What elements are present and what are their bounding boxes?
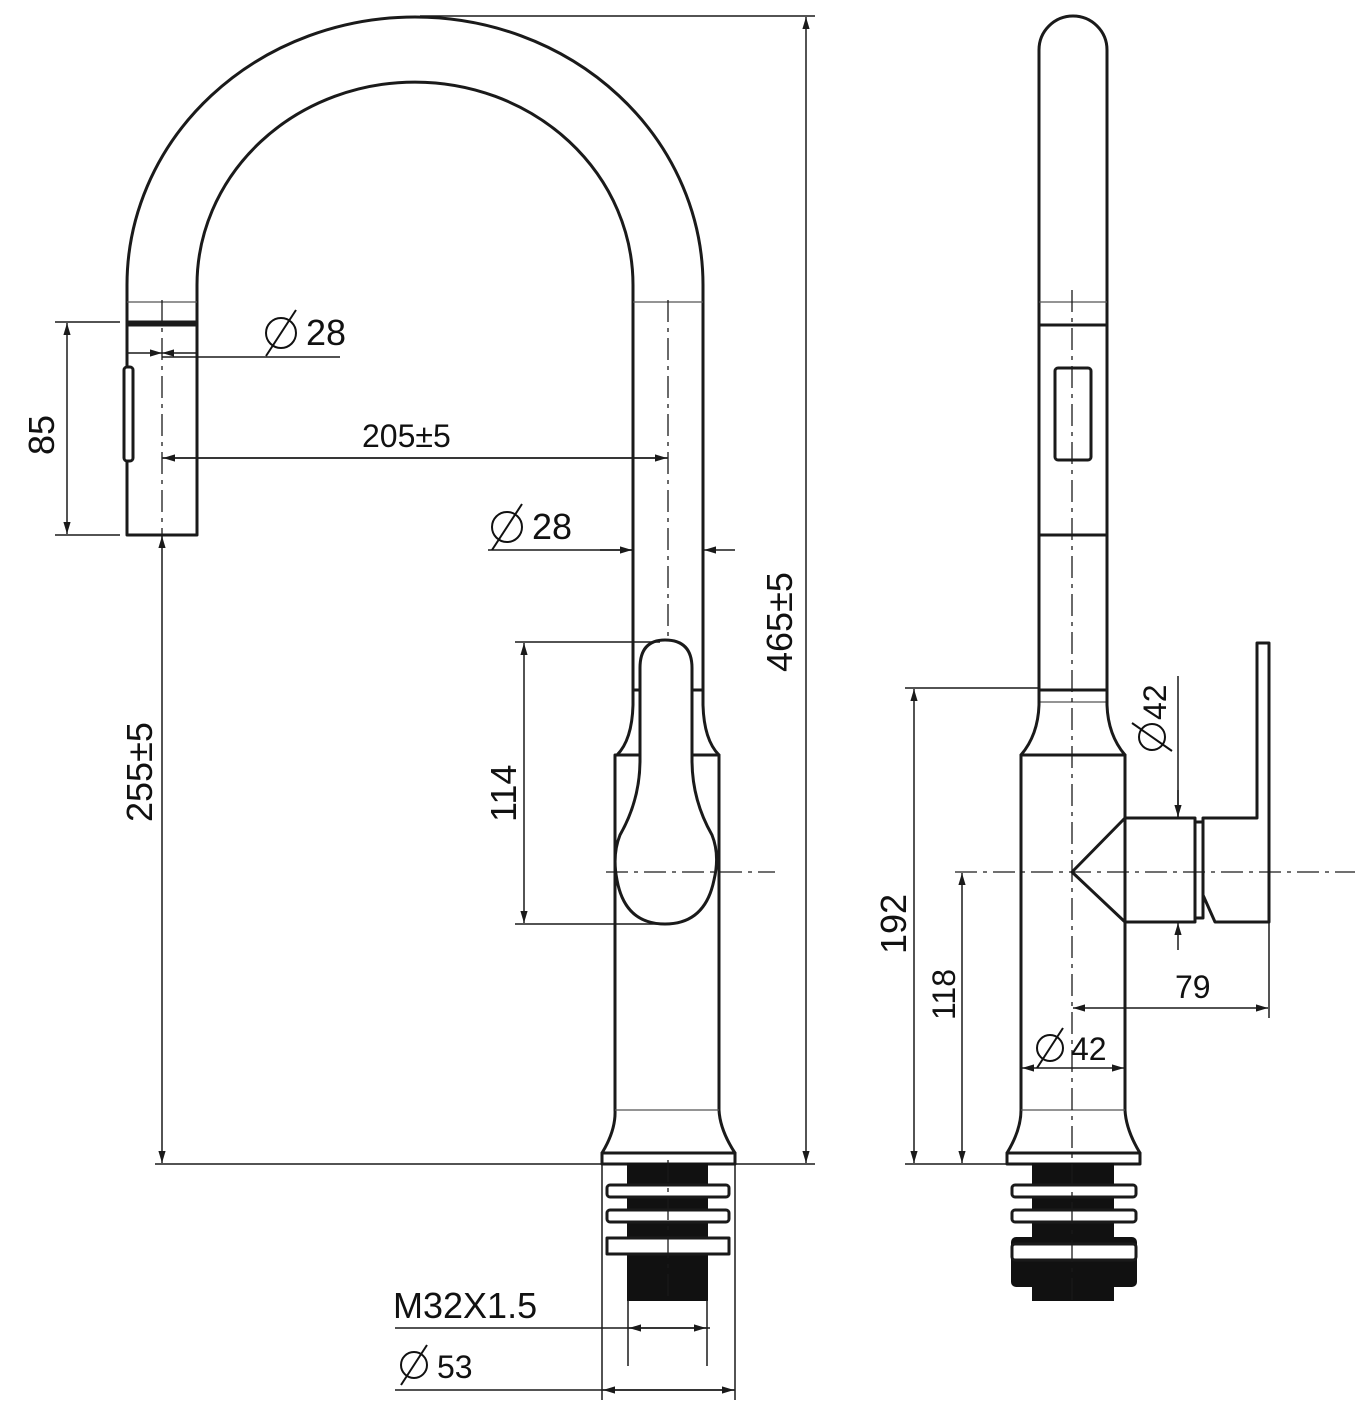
- label-side-base-dia: 42: [1071, 1031, 1107, 1067]
- label-spout-height: 255±5: [119, 722, 160, 822]
- side-neck-flare: [1019, 688, 1127, 757]
- side-handle-lever: [1201, 641, 1271, 924]
- side-view: 42 192 118 79 42: [873, 14, 1355, 1301]
- label-handle-height: 114: [483, 765, 524, 822]
- label-thread: M32X1.5: [393, 1285, 537, 1326]
- side-base-rim: [1005, 1151, 1142, 1166]
- label-body-dia: 28: [532, 506, 572, 547]
- side-spout: [1037, 14, 1109, 692]
- diameter-symbol-icon: [265, 309, 297, 357]
- label-handle-axis-height: 118: [926, 969, 962, 1020]
- label-total-height: 465±5: [759, 572, 800, 672]
- label-body-height: 192: [873, 894, 914, 954]
- label-handle-offset: 79: [1175, 969, 1211, 1005]
- side-nut-plate: [1010, 1242, 1138, 1262]
- spout-inner-outline: [195, 80, 635, 692]
- label-handle-dia: 42: [1137, 684, 1173, 720]
- diameter-symbol-icon: [491, 503, 523, 551]
- spray-button: [122, 365, 135, 463]
- side-spray-button: [1053, 366, 1093, 462]
- label-spray-head-length: 85: [21, 415, 62, 455]
- label-base-dia: 53: [437, 1349, 473, 1385]
- side-boss-cone: [1070, 816, 1127, 924]
- neck-flare: [615, 688, 721, 757]
- label-reach: 205±5: [362, 418, 451, 454]
- label-spout-dia: 28: [306, 312, 346, 353]
- side-handle-boss: [1123, 816, 1197, 924]
- diameter-symbol-icon: [400, 1344, 428, 1386]
- side-washer-2: [1010, 1208, 1138, 1224]
- side-washer-1: [1010, 1183, 1138, 1199]
- front-view: 28 85 205±5 28 465±5 114: [21, 15, 815, 1400]
- spout-outer-outline: [125, 15, 705, 692]
- side-body: [1005, 753, 1142, 1155]
- diameter-symbol-icon: [1131, 722, 1173, 752]
- handle-lever: [613, 638, 719, 926]
- diameter-symbol-icon: [1036, 1027, 1064, 1069]
